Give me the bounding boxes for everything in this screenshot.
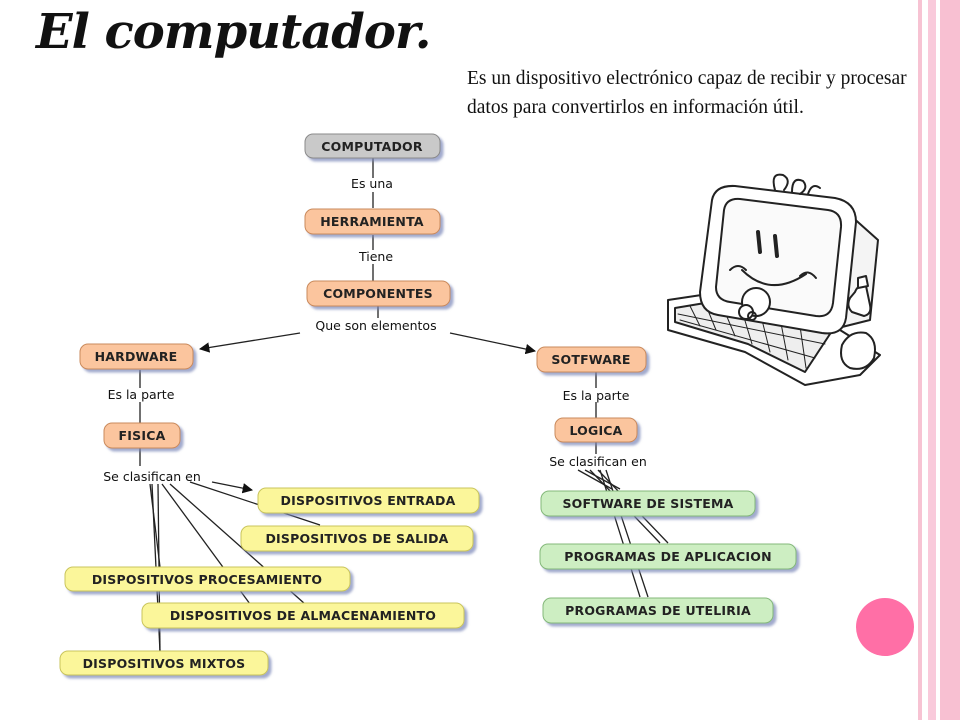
node-hardware: HARDWARE	[95, 349, 178, 364]
node-computador: COMPUTADOR	[321, 139, 423, 154]
node-componentes: COMPONENTES	[323, 286, 433, 301]
decorative-stripe	[918, 0, 922, 720]
node-dispositivos-salida: DISPOSITIVOS DE SALIDA	[265, 531, 448, 546]
link-label-se-clasifican-hardware: Se clasifican en	[103, 469, 201, 484]
node-herramienta: HERRAMIENTA	[320, 214, 424, 229]
decorative-stripe	[940, 0, 960, 720]
link-label-es-una: Es una	[351, 176, 393, 191]
accent-dot	[856, 598, 914, 656]
decorative-stripe	[928, 0, 936, 720]
node-software-sistema: SOFTWARE DE SISTEMA	[562, 496, 733, 511]
cartoon-computer-icon	[667, 173, 881, 386]
node-shapes	[59, 133, 797, 676]
slide-title: El computador.	[36, 4, 431, 60]
link-label-es-la-parte-hardware: Es la parte	[108, 387, 175, 402]
link-label-tiene: Tiene	[358, 249, 393, 264]
node-dispositivos-almacenamiento: DISPOSITIVOS DE ALMACENAMIENTO	[170, 608, 436, 623]
node-programas-utileria: PROGRAMAS DE UTELIRIA	[565, 603, 751, 618]
node-logica: LOGICA	[569, 423, 622, 438]
node-dispositivos-procesamiento: DISPOSITIVOS PROCESAMIENTO	[92, 572, 322, 587]
connectors	[139, 158, 669, 653]
node-sotfware: SOTFWARE	[551, 352, 630, 367]
link-label-se-clasifican-software: Se clasifican en	[549, 454, 647, 469]
link-label-que-son-elementos: Que son elementos	[315, 318, 436, 333]
slide-description: Es un dispositivo electrónico capaz de r…	[467, 68, 907, 118]
link-label-es-la-parte-software: Es la parte	[563, 388, 630, 403]
node-dispositivos-mixtos: DISPOSITIVOS MIXTOS	[83, 656, 246, 671]
node-fisica: FISICA	[119, 428, 166, 443]
node-programas-aplicacion: PROGRAMAS DE APLICACION	[564, 549, 772, 564]
node-dispositivos-entrada: DISPOSITIVOS ENTRADA	[281, 493, 456, 508]
